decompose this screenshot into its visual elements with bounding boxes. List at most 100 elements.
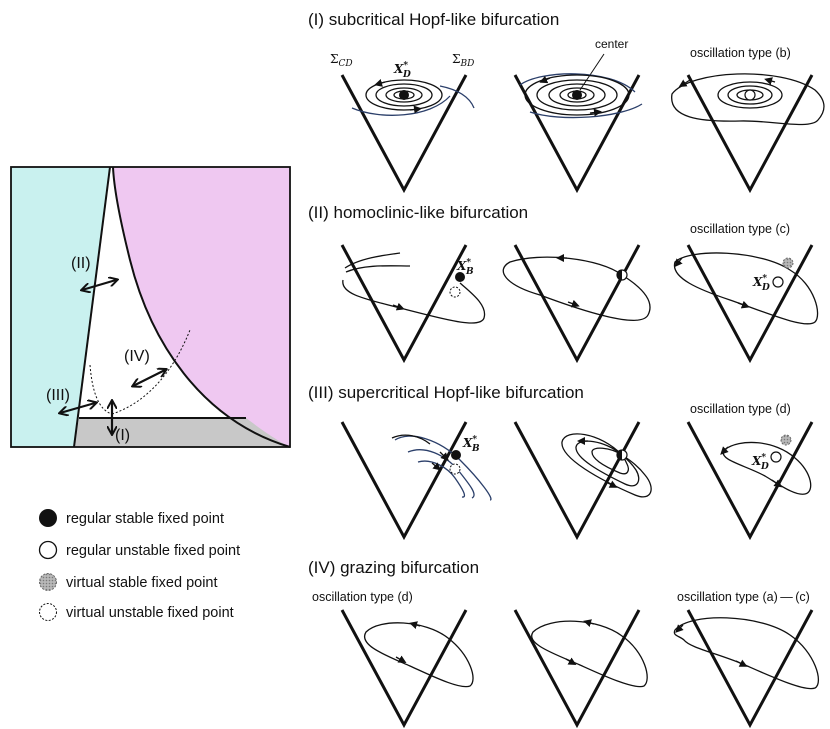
trajectory	[342, 279, 486, 324]
switching-vee	[340, 74, 468, 194]
spiral-orbit	[365, 79, 443, 111]
flow-arrow	[720, 446, 729, 455]
unstable-manifold	[351, 95, 451, 116]
regular-stable-fixed-point	[399, 90, 409, 100]
legend-label: virtual unstable fixed point	[66, 605, 234, 621]
legend-label: regular unstable fixed point	[66, 543, 240, 559]
regular-unstable-fixed-point	[772, 276, 784, 288]
row-II: X*B oscillation type (c) X*D	[340, 222, 819, 364]
panel-title-I: (I) subcritical Hopf-like bifurcation	[308, 10, 559, 29]
flow-arrow	[539, 75, 551, 84]
saddle-half	[617, 450, 622, 460]
closed-orbit	[548, 83, 606, 107]
center-fixed-point	[572, 90, 582, 100]
flow-arrow	[439, 451, 449, 461]
regular-stable-fixed-point	[455, 272, 465, 282]
virtual-unstable-fixed-point	[449, 463, 461, 475]
region-label-II: (II)	[71, 255, 91, 272]
arrow-II	[82, 280, 116, 290]
flow-arrow	[431, 462, 442, 471]
flow-arrow	[374, 79, 386, 87]
closed-orbit	[524, 74, 630, 116]
flow-arrow	[674, 257, 683, 268]
fixed-point-label: X*D	[393, 61, 411, 80]
fixed-point-label: X*B	[456, 258, 474, 277]
sigma-bd-label: ΣBD	[452, 52, 474, 69]
panel-title-III: (III) supercritical Hopf-like bifurcatio…	[308, 383, 584, 402]
fixed-point-label: X*D	[752, 274, 770, 293]
virtual-stable-fixed-point	[782, 257, 794, 269]
saddle-half	[617, 270, 622, 280]
flow-arrow	[392, 302, 405, 311]
legend-marker-regular-stable	[39, 509, 57, 527]
virtual-stable-fixed-point	[780, 434, 792, 446]
flow-arrow	[675, 624, 684, 633]
center-label: center	[595, 37, 628, 51]
limit-cycle	[673, 617, 820, 690]
flow-arrow	[764, 77, 776, 85]
region-label-III: (III)	[46, 387, 70, 404]
flow-arrow	[737, 300, 750, 309]
switching-vee	[340, 244, 468, 364]
regular-stable-fixed-point	[451, 450, 461, 460]
manifold	[417, 460, 466, 498]
legend-marker-regular-unstable	[38, 540, 58, 560]
legend-marker-virtual-unstable	[39, 603, 57, 621]
closed-orbit	[559, 87, 595, 103]
oscillation-type-label: oscillation type (b)	[690, 46, 791, 60]
limit-cycle	[722, 441, 812, 495]
region-label-IV: (IV)	[124, 348, 150, 365]
flow-arrow	[395, 655, 407, 663]
limit-cycle	[671, 73, 825, 126]
manifold	[407, 449, 475, 499]
trajectory	[391, 434, 431, 445]
spiral-orbit	[385, 87, 423, 103]
row-I: ΣCD ΣBD X*D center oscillation type (b)	[330, 37, 825, 194]
arrow-III	[60, 403, 95, 413]
row-III: X*B oscillation type (d) X*D	[340, 402, 814, 541]
limit-cycle	[673, 252, 819, 325]
flow-arrow	[565, 657, 577, 665]
trajectory	[345, 265, 411, 273]
region-label-I: (I)	[115, 427, 130, 444]
flow-arrow	[678, 79, 691, 88]
flow-arrow	[583, 619, 595, 627]
switching-vee	[513, 609, 641, 729]
switching-vee	[686, 421, 814, 541]
dotted-curve-left	[89, 364, 113, 415]
legend: regular stable fixed point regular unsta…	[38, 509, 240, 621]
homoclinic-orbit	[502, 256, 651, 321]
switching-vee	[686, 74, 814, 194]
fixed-point-label: X*D	[751, 453, 769, 472]
manifold	[519, 73, 636, 93]
limit-cycle	[531, 620, 648, 688]
region-gray	[74, 418, 290, 447]
switching-vee	[686, 244, 814, 364]
flow-arrow	[605, 480, 618, 488]
flow-arrow	[589, 108, 602, 117]
manifold	[529, 103, 643, 119]
virtual-unstable-fixed-point	[449, 286, 461, 298]
manifold	[394, 435, 492, 501]
oscillation-type-label: oscillation type (d)	[690, 402, 791, 416]
trajectory	[344, 252, 401, 269]
sigma-cd-label: ΣCD	[330, 52, 353, 69]
closed-orbit	[591, 447, 629, 475]
arrow-IV	[133, 370, 165, 386]
closed-orbit	[561, 433, 652, 498]
fixed-point-label: X*B	[462, 435, 480, 454]
spiral-orbit	[717, 81, 783, 109]
flow-arrow	[409, 105, 422, 114]
switching-vee	[686, 609, 814, 729]
oscillation-type-label: oscillation type (c)	[690, 222, 790, 236]
spiral-orbit	[727, 85, 773, 105]
diagram-frame	[10, 166, 291, 448]
panel-title-IV: (IV) grazing bifurcation	[308, 558, 479, 577]
phase-diagram: (II) (IV) (III) (I)	[10, 166, 291, 448]
region-cyan	[11, 167, 110, 447]
panel-title-II: (II) homoclinic-like bifurcation	[308, 203, 528, 222]
flow-arrow	[567, 299, 580, 308]
flow-arrow	[771, 479, 783, 488]
row-IV: oscillation type (d) oscillation type (a…	[312, 590, 820, 729]
